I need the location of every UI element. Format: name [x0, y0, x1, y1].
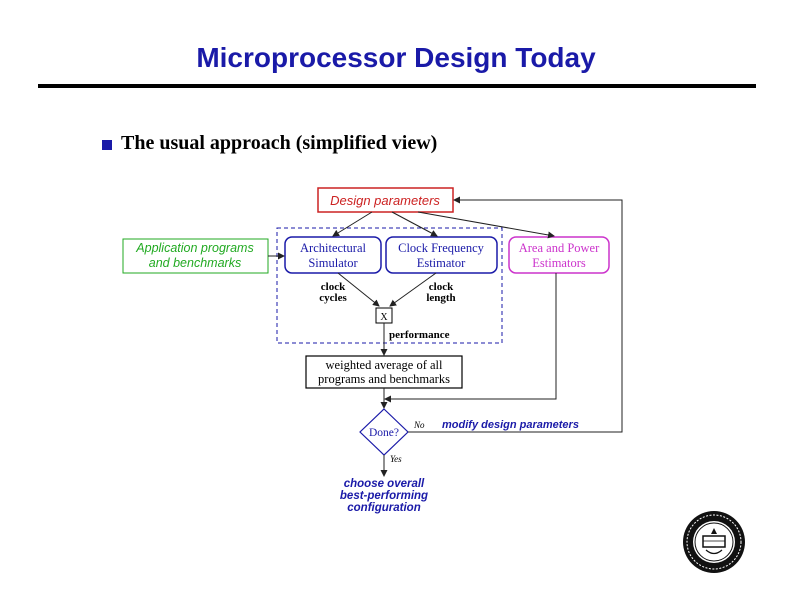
no-label: No [413, 420, 425, 430]
area-power-label-line1: Area and Power [519, 241, 600, 255]
title-rule [38, 84, 756, 88]
university-seal-icon [683, 511, 745, 573]
arrow-to-architectural [332, 211, 373, 237]
arrow-to-area-power [417, 211, 555, 239]
bullet-text: The usual approach (simplified view) [121, 132, 438, 154]
done-label: Done? [369, 427, 399, 439]
application-label-line1: Application programs [135, 241, 253, 255]
architectural-label-line1: Architectural [300, 241, 366, 255]
weighted-average-box [305, 355, 463, 389]
arrow-length-to-multiply [389, 272, 437, 307]
area-power-label-line2: Estimators [532, 256, 586, 270]
bullet-square-icon [102, 140, 112, 150]
architectural-label-line2: Simulator [308, 256, 358, 270]
choose-label-line2: best-performing [340, 490, 428, 502]
application-label-line2: and benchmarks [149, 256, 241, 270]
arrow-no-loop [408, 196, 623, 433]
simulation-group-frame [276, 227, 503, 344]
choose-label-line1: choose overall [344, 478, 425, 490]
arrow-area-power-to-done [384, 273, 557, 403]
multiply-label: X [380, 312, 388, 323]
weighted-label-line1: weighted average of all [326, 358, 443, 372]
clock-length-label-2: length [426, 292, 455, 304]
architectural-simulator-box [284, 236, 382, 274]
slide-title: Microprocessor Design Today [196, 42, 596, 73]
clock-frequency-label-line1: Clock Frequency [398, 241, 484, 255]
clock-frequency-label-line2: Estimator [417, 256, 466, 270]
choose-label-line3: configuration [347, 502, 420, 514]
design-parameters-label: Design parameters [330, 193, 440, 208]
weighted-label-line2: programs and benchmarks [318, 372, 450, 386]
clock-cycles-label-2: cycles [319, 292, 347, 304]
clock-frequency-estimator-box [385, 236, 498, 274]
area-power-estimators-box [508, 236, 610, 274]
clock-cycles-label-1: clock [321, 281, 346, 293]
arrow-cycles-to-multiply [337, 272, 380, 307]
clock-length-label-1: clock [429, 281, 454, 293]
design-parameters-box [317, 187, 454, 213]
yes-label: Yes [390, 454, 402, 464]
arrow-to-clock-frequency [391, 211, 438, 237]
modify-parameters-label: modify design parameters [442, 419, 579, 431]
performance-label: performance [389, 329, 450, 341]
